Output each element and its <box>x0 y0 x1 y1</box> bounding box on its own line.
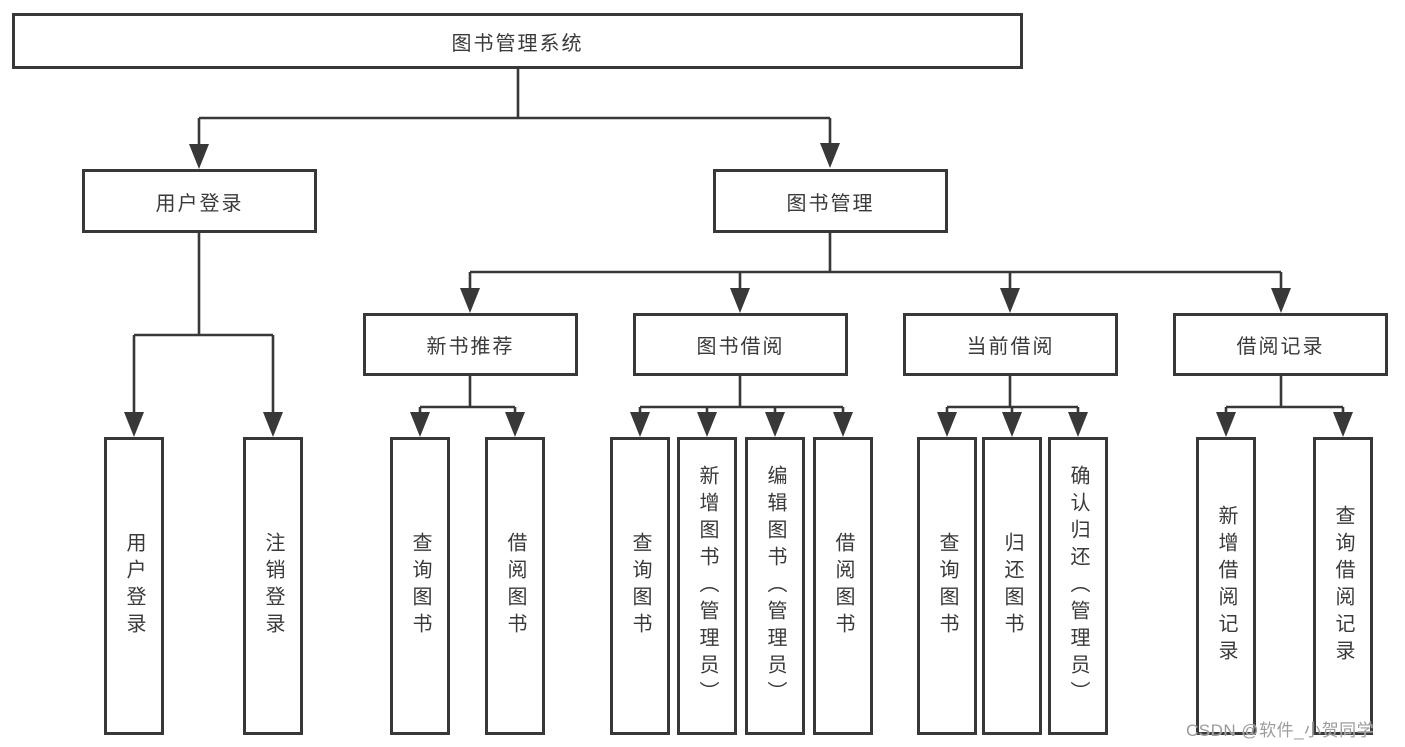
leaf-return-books: 归还图书 <box>982 437 1042 735</box>
node-label: 图书管理系统 <box>451 32 584 55</box>
node-label: 归还图书 <box>1001 532 1023 640</box>
node-current-borrowing: 当前借阅 <box>903 313 1118 376</box>
node-label: 编辑图书（管理员） <box>764 464 786 708</box>
leaf-logout: 注销登录 <box>243 437 303 735</box>
node-book-management: 图书管理 <box>713 169 948 233</box>
leaf-query-books-current: 查询图书 <box>917 437 977 735</box>
node-label: 借阅图书 <box>832 532 854 640</box>
node-borrowing-records: 借阅记录 <box>1173 313 1388 376</box>
node-label: 当前借阅 <box>966 336 1055 358</box>
node-book-borrowing: 图书借阅 <box>633 313 848 376</box>
leaf-confirm-return-admin: 确认归还（管理员） <box>1048 437 1108 735</box>
node-label: 用户登录 <box>155 192 244 215</box>
leaf-add-borrow-record: 新增借阅记录 <box>1196 437 1256 735</box>
node-new-book-recommendation: 新书推荐 <box>363 313 578 376</box>
node-label: 查询图书 <box>629 532 651 640</box>
node-label: 新增图书（管理员） <box>696 464 718 708</box>
node-label: 借阅记录 <box>1236 336 1325 358</box>
leaf-borrow-books-recommend: 借阅图书 <box>485 437 545 735</box>
node-label: 图书借阅 <box>696 336 785 358</box>
node-label: 查询借阅记录 <box>1332 505 1354 667</box>
leaf-user-login: 用户登录 <box>104 437 164 735</box>
arrowheads <box>124 143 1353 437</box>
csdn-watermark: CSDN @软件_小贺同学 <box>1186 721 1375 740</box>
node-label: 图书管理 <box>786 192 875 215</box>
node-label: 查询图书 <box>409 532 431 640</box>
leaf-borrow-books: 借阅图书 <box>813 437 873 735</box>
node-label: 新书推荐 <box>426 336 515 358</box>
node-library-management-system: 图书管理系统 <box>12 13 1023 69</box>
leaf-add-books-admin: 新增图书（管理员） <box>677 437 737 735</box>
node-user-login: 用户登录 <box>82 169 317 233</box>
leaf-query-books-borrow: 查询图书 <box>610 437 670 735</box>
node-label: 查询图书 <box>936 532 958 640</box>
leaf-query-books-recommend: 查询图书 <box>390 437 450 735</box>
node-label: 注销登录 <box>262 532 284 640</box>
leaf-edit-books-admin: 编辑图书（管理员） <box>745 437 805 735</box>
leaf-query-borrow-record: 查询借阅记录 <box>1313 437 1373 735</box>
node-label: 借阅图书 <box>504 532 526 640</box>
node-label: 新增借阅记录 <box>1215 505 1237 667</box>
node-label: 用户登录 <box>123 532 145 640</box>
node-label: 确认归还（管理员） <box>1067 464 1089 708</box>
